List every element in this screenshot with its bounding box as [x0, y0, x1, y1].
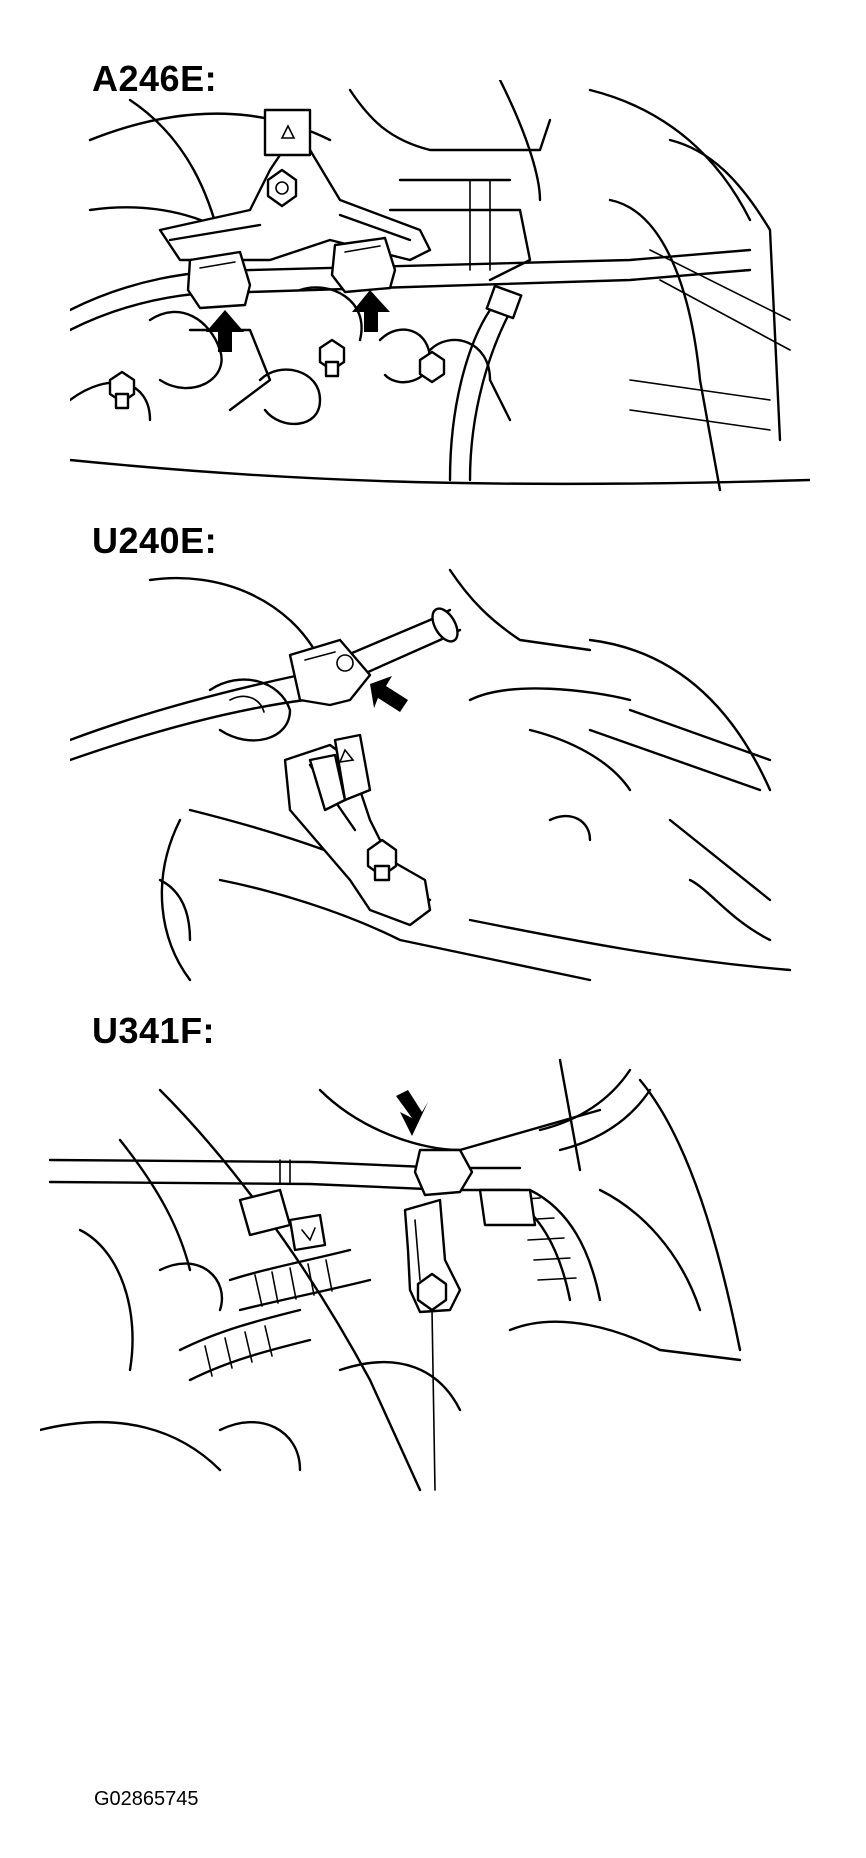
- black-arrow-icon: [352, 290, 390, 332]
- figure-code: G02865745: [94, 1788, 199, 1810]
- bolt-icon: [418, 350, 446, 384]
- panel-label-u240e: U240E:: [92, 520, 218, 561]
- panel-label-u341f: U341F:: [92, 1010, 216, 1051]
- illustration-a246e: [70, 80, 810, 500]
- black-arrow-icon: [396, 1090, 428, 1136]
- bolt-icon: [318, 338, 346, 378]
- bolt-icon: [366, 838, 398, 882]
- bolt-icon: [108, 370, 136, 410]
- bolt-icon: [416, 1272, 448, 1312]
- panel-label-a246e: A246E:: [92, 58, 218, 99]
- bolt-icon: [266, 168, 298, 208]
- illustration-u341f: [40, 1050, 800, 1500]
- black-arrow-icon: [370, 676, 408, 712]
- black-arrow-icon: [206, 310, 244, 352]
- illustration-u240e: [70, 560, 810, 1000]
